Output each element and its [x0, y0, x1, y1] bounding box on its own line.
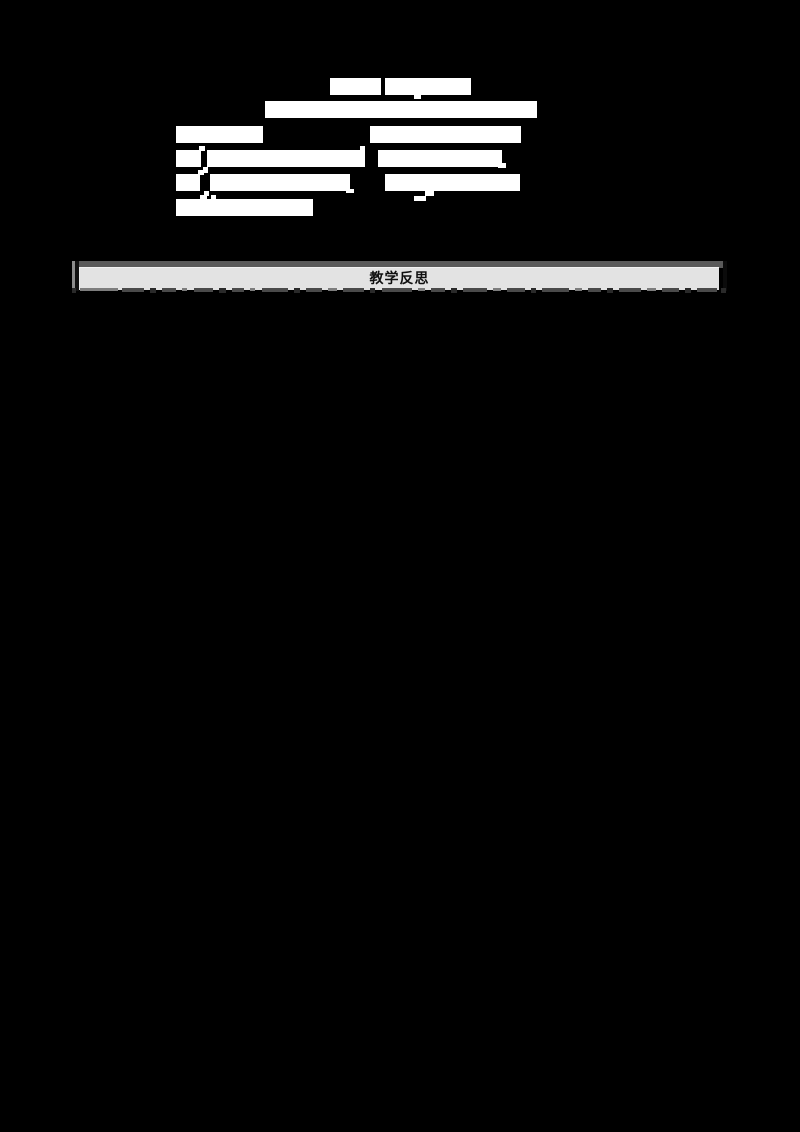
scan-text-segment	[176, 174, 200, 191]
scan-text-segment	[207, 150, 365, 167]
noise-speck	[182, 288, 187, 291]
scan-text-segment	[378, 150, 502, 167]
noise-speck	[647, 288, 656, 291]
scan-text-line	[0, 199, 800, 216]
scan-text-speck	[414, 196, 426, 201]
bar-left-cap	[75, 261, 79, 291]
scanned-text-block	[0, 0, 800, 230]
scan-noise-strip	[72, 288, 727, 293]
bar-face: 教学反思	[79, 267, 719, 290]
scan-text-segment	[385, 174, 520, 191]
noise-speck	[343, 288, 364, 292]
noise-speck	[493, 288, 501, 291]
scan-text-speck	[498, 163, 506, 168]
noise-speck	[80, 288, 118, 291]
scan-text-speck	[200, 195, 207, 200]
section-title: 教学反思	[369, 271, 430, 287]
noise-speck	[451, 288, 457, 293]
noise-speck	[262, 288, 288, 292]
noise-speck	[431, 288, 445, 292]
bar-left-edge	[72, 261, 75, 289]
scan-text-segment	[210, 174, 350, 191]
noise-speck	[72, 288, 76, 293]
noise-speck	[463, 288, 487, 292]
noise-speck	[531, 288, 536, 293]
noise-speck	[507, 288, 525, 292]
scan-text-speck	[203, 167, 208, 173]
noise-speck	[194, 288, 213, 292]
noise-speck	[721, 288, 726, 293]
scan-text-speck	[211, 195, 216, 200]
scan-text-segment	[176, 199, 313, 216]
noise-speck	[662, 288, 679, 292]
noise-speck	[607, 288, 613, 293]
scan-text-segment	[370, 126, 521, 143]
section-bar-teaching-reflection: 教学反思	[72, 261, 727, 293]
scan-text-segment	[330, 78, 381, 95]
scan-text-speck	[425, 189, 434, 196]
noise-speck	[588, 288, 601, 292]
scan-text-line	[0, 150, 800, 167]
noise-speck	[542, 288, 569, 292]
scan-text-speck	[346, 189, 354, 193]
noise-speck	[250, 288, 255, 291]
noise-speck	[294, 288, 300, 293]
noise-speck	[122, 288, 144, 292]
scan-text-segment	[176, 126, 263, 143]
scan-text-line	[0, 126, 800, 143]
noise-speck	[697, 288, 717, 292]
scan-text-line	[0, 174, 800, 191]
scan-text-speck	[204, 191, 209, 196]
scan-text-segment	[385, 78, 471, 95]
scan-text-speck	[360, 146, 365, 151]
noise-speck	[370, 288, 375, 293]
scan-text-line	[0, 78, 800, 95]
scan-text-segment	[265, 101, 537, 118]
bar-right-cap	[723, 261, 727, 291]
noise-speck	[328, 288, 337, 291]
noise-speck	[306, 288, 322, 292]
scan-text-speck	[414, 95, 421, 99]
noise-speck	[619, 288, 641, 292]
scan-text-speck	[198, 170, 204, 175]
bar-top-shadow	[72, 261, 727, 268]
scan-text-speck	[199, 146, 205, 151]
noise-speck	[382, 288, 412, 292]
noise-speck	[219, 288, 226, 293]
noise-speck	[575, 288, 582, 291]
scan-text-segment	[176, 150, 201, 167]
noise-speck	[418, 288, 425, 291]
noise-speck	[685, 288, 691, 293]
scan-text-line	[0, 101, 800, 118]
noise-speck	[232, 288, 244, 292]
noise-speck	[150, 288, 156, 293]
noise-speck	[162, 288, 176, 292]
